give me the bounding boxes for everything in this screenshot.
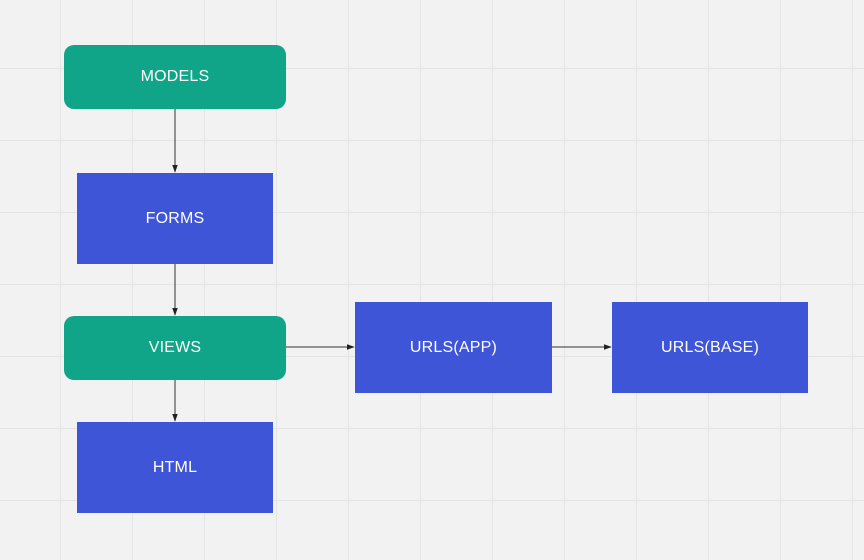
- node-forms[interactable]: FORMS: [77, 173, 273, 264]
- node-urls-app[interactable]: URLS(APP): [355, 302, 552, 393]
- node-models-label: MODELS: [140, 68, 210, 85]
- node-html-label: HTML: [152, 458, 198, 476]
- node-html[interactable]: HTML: [77, 422, 273, 513]
- node-urls-base[interactable]: URLS(BASE): [612, 302, 808, 393]
- node-urls-app-label: URLS(APP): [409, 338, 498, 356]
- node-views-label: VIEWS: [148, 339, 202, 356]
- node-models[interactable]: MODELS: [64, 45, 286, 109]
- node-views[interactable]: VIEWS: [64, 316, 286, 380]
- node-urls-base-label: URLS(BASE): [660, 338, 760, 356]
- node-forms-label: FORMS: [145, 209, 205, 227]
